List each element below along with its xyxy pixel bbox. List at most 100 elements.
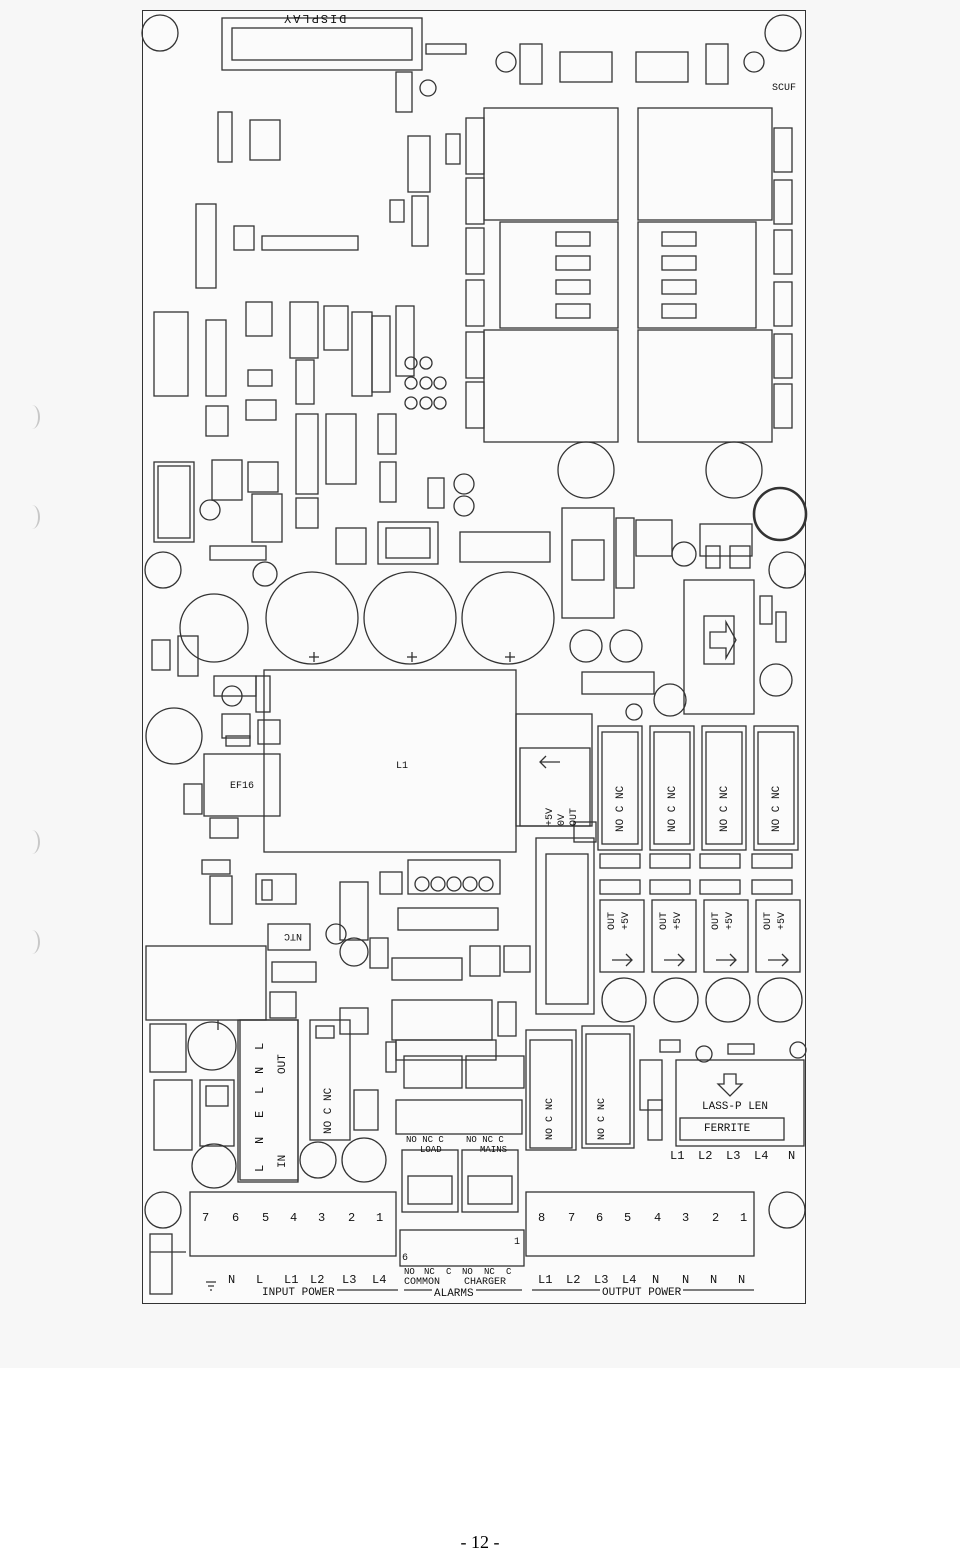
output-legend-l4: L4 bbox=[622, 1273, 637, 1287]
alarm-pin-6: 6 bbox=[402, 1253, 409, 1264]
binder-hole-4 bbox=[24, 930, 40, 954]
relay-4-label: NO C NC bbox=[771, 785, 783, 832]
input-pin-5: 5 bbox=[262, 1211, 270, 1225]
relay-2-label: NO C NC bbox=[667, 785, 679, 832]
alarm-legend-nc-1: NC bbox=[424, 1267, 435, 1277]
binder-hole-1 bbox=[24, 405, 40, 429]
output-pin-5: 5 bbox=[624, 1211, 632, 1225]
display-label: DISPLAY bbox=[282, 11, 347, 25]
dc-group-4-5v: +5V bbox=[777, 911, 788, 930]
relay-mid-label: NO C NC bbox=[597, 1097, 608, 1140]
output-legend-l3: L3 bbox=[594, 1273, 609, 1287]
dc-group-2-5v: +5V bbox=[673, 911, 684, 930]
transformer-block-1 bbox=[483, 107, 619, 221]
output-pin-4: 4 bbox=[654, 1211, 662, 1225]
relay-2 bbox=[649, 725, 695, 851]
bulk-capacitor-2 bbox=[363, 571, 457, 665]
out-l-1: L bbox=[253, 1042, 267, 1050]
output-power-label: OUTPUT POWER bbox=[600, 1287, 684, 1299]
relay-1 bbox=[597, 725, 643, 851]
dc-out-0v: 0V bbox=[557, 813, 568, 826]
alarm-legend-nc-2: NC bbox=[484, 1267, 495, 1277]
n-e-n-label: NO C NC bbox=[545, 1097, 556, 1140]
ntc-label: NTC bbox=[284, 930, 303, 941]
input-pin-6: 6 bbox=[232, 1211, 240, 1225]
input-n-1: N bbox=[253, 1136, 267, 1144]
dc-group-4-out: OUT bbox=[763, 911, 774, 930]
binder-hole-3 bbox=[24, 830, 40, 854]
input-connector-block bbox=[237, 1019, 299, 1183]
dc-group-1-5v: +5V bbox=[621, 911, 632, 930]
input-legend-l3: L3 bbox=[342, 1273, 357, 1287]
relay-1-label: NO C NC bbox=[615, 785, 627, 832]
transformer-center-2 bbox=[637, 221, 757, 329]
output-legend-n4: N bbox=[738, 1273, 746, 1287]
lass-ferrite-block bbox=[675, 1059, 805, 1147]
out-row-l2: L2 bbox=[698, 1149, 713, 1163]
charger-label: CHARGER bbox=[464, 1277, 507, 1288]
input-pin-2: 2 bbox=[348, 1211, 356, 1225]
out-n-1: N bbox=[253, 1066, 267, 1074]
alarm-legend-no-2: NO bbox=[462, 1267, 473, 1277]
transformer-center-1 bbox=[499, 221, 619, 329]
input-e-1: E bbox=[253, 1110, 267, 1118]
alarm-legend-c-2: C bbox=[506, 1267, 512, 1277]
input-l-2: L bbox=[253, 1086, 267, 1094]
dc-group-2-out: OUT bbox=[659, 911, 670, 930]
scuf-label: SCUF bbox=[772, 83, 797, 94]
load-label: LOAD bbox=[420, 1145, 442, 1155]
alarm-legend-c-1: C bbox=[446, 1267, 452, 1277]
input-terminal-block bbox=[189, 1191, 397, 1257]
out-row-l3: L3 bbox=[726, 1149, 741, 1163]
transformer-block-2 bbox=[637, 107, 773, 221]
alarm-terminal-block bbox=[399, 1229, 525, 1267]
output-legend-n1: N bbox=[652, 1273, 660, 1287]
dc-out-connector bbox=[153, 461, 195, 543]
input-pin-3: 3 bbox=[318, 1211, 326, 1225]
input-legend-l1: L1 bbox=[284, 1273, 299, 1287]
input-legend-l2: L2 bbox=[310, 1273, 325, 1287]
mount-hole-tl bbox=[141, 14, 179, 52]
output-legend-l2: L2 bbox=[566, 1273, 581, 1287]
in-label: IN bbox=[277, 1154, 289, 1168]
page-number: - 12 - bbox=[460, 1532, 500, 1552]
input-legend-l: L bbox=[256, 1273, 264, 1287]
output-legend-l1: L1 bbox=[538, 1273, 553, 1287]
output-pin-8: 8 bbox=[538, 1211, 546, 1225]
dc-group-3-5v: +5V bbox=[725, 911, 736, 930]
mount-hole-mr bbox=[768, 551, 806, 589]
mount-hole-br bbox=[768, 1191, 806, 1229]
output-pin-1: 1 bbox=[740, 1211, 748, 1225]
out-row-l4: L4 bbox=[754, 1149, 769, 1163]
input-pin-4: 4 bbox=[290, 1211, 298, 1225]
dc-out-5v: +5V bbox=[545, 807, 556, 826]
dc-group-1-out: OUT bbox=[607, 911, 618, 930]
relay-3 bbox=[701, 725, 747, 851]
dc-group-3-out: OUT bbox=[711, 911, 722, 930]
transformer-block-4 bbox=[637, 329, 773, 443]
dc-out-module bbox=[519, 747, 591, 827]
relay-3-label: NO C NC bbox=[719, 785, 731, 832]
common-label: COMMON bbox=[404, 1277, 441, 1288]
input-legend-l4: L4 bbox=[372, 1273, 387, 1287]
display-connector bbox=[221, 17, 423, 71]
main-inductor-l1 bbox=[263, 669, 517, 853]
transformer-block-3 bbox=[483, 329, 619, 443]
output-legend-n2: N bbox=[682, 1273, 690, 1287]
mains-no-nc-c: NO NC C bbox=[466, 1135, 504, 1145]
lass-label: LASS-P LEN bbox=[702, 1101, 769, 1113]
ef16-transformer bbox=[203, 753, 281, 817]
input-pin-7: 7 bbox=[202, 1211, 210, 1225]
output-pin-6: 6 bbox=[596, 1211, 604, 1225]
arrow-module bbox=[683, 579, 755, 715]
output-pin-2: 2 bbox=[712, 1211, 720, 1225]
alarms-label: ALARMS bbox=[432, 1288, 476, 1300]
input-pin-1: 1 bbox=[376, 1211, 384, 1225]
mains-label: MAINS bbox=[480, 1145, 508, 1155]
ferrite-label: FERRITE bbox=[704, 1123, 751, 1135]
inductor-label: L1 bbox=[396, 761, 409, 772]
dc-out-out: OUT bbox=[569, 807, 580, 826]
out-label: OUT bbox=[277, 1054, 289, 1074]
alarm-pin-1: 1 bbox=[514, 1237, 521, 1248]
